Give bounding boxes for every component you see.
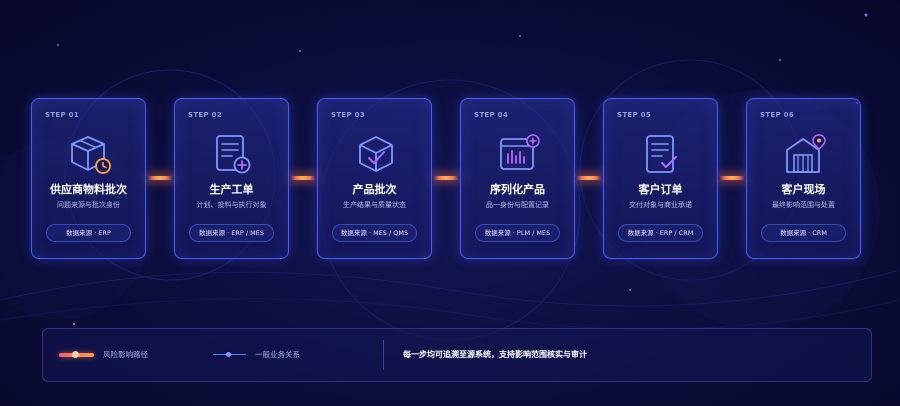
step-title: 产品批次 xyxy=(352,183,397,196)
step-card-5[interactable]: STEP 05 客户订单 交付对象与商业承诺 数据来源 · ERP / CRM xyxy=(603,98,718,259)
data-source-badge: 数据来源 · MES / QMS xyxy=(332,224,417,242)
order-check-icon xyxy=(646,135,677,173)
legend-panel: 风险影响路径 一般业务关系 每一步均可追溯至源系统，支持影响范围核实与审计 xyxy=(42,328,872,382)
step-title: 客户现场 xyxy=(781,183,826,196)
data-source-badge: 数据来源 · ERP / MES xyxy=(189,224,274,242)
step-title: 序列化产品 xyxy=(490,183,545,196)
step-description: 交付对象与商业承诺 xyxy=(629,201,692,209)
step-title: 供应商物料批次 xyxy=(50,183,127,196)
step-card-1[interactable]: STEP 01 供应商物料批次 问题来源与批次身份 数据来源 · ERP xyxy=(31,98,146,259)
box-clock-icon xyxy=(71,136,111,174)
step-card-6[interactable]: STEP 06 客户现场 最终影响范围与处置 数据来源 · CRM xyxy=(746,98,861,259)
data-source-badge: 数据来源 · ERP / CRM xyxy=(618,224,703,242)
serial-barcode-icon xyxy=(500,134,540,170)
step-description: 品一身份与配置记录 xyxy=(486,201,549,209)
data-source-badge: 数据来源 · ERP xyxy=(46,224,131,242)
risk-connector-1 xyxy=(146,176,174,180)
step-number: STEP 06 xyxy=(760,111,795,119)
data-source-badge: 数据来源 · CRM xyxy=(761,224,846,242)
step-number: STEP 05 xyxy=(617,111,652,119)
step-card-2[interactable]: STEP 02 生产工单 计划、投料与执行对象 数据来源 · ERP / MES xyxy=(174,98,289,259)
step-number: STEP 01 xyxy=(45,111,80,119)
step-description: 问题来源与批次身份 xyxy=(57,201,120,209)
risk-connector-4 xyxy=(575,176,603,180)
traceability-note: 每一步均可追溯至源系统，支持影响范围核实与审计 xyxy=(403,350,587,359)
step-number: STEP 02 xyxy=(188,111,223,119)
step-card-3[interactable]: STEP 03 产品批次 生产结果与质量状态 数据来源 · MES / QMS xyxy=(317,98,432,259)
business-relation-legend-dot xyxy=(226,352,231,357)
step-title: 客户订单 xyxy=(638,183,683,196)
legend-divider xyxy=(383,340,384,370)
risk-path-label: 风险影响路径 xyxy=(103,350,148,359)
step-number: STEP 04 xyxy=(474,111,509,119)
step-description: 计划、投料与执行对象 xyxy=(196,201,267,209)
step-description: 最终影响范围与处置 xyxy=(772,201,835,209)
step-card-4[interactable]: STEP 04 序列化产品 品一身份与配置记录 数据来源 · PLM / MES xyxy=(460,98,575,259)
step-description: 生产结果与质量状态 xyxy=(343,201,406,209)
data-source-badge: 数据来源 · PLM / MES xyxy=(475,224,560,242)
step-number: STEP 03 xyxy=(331,111,366,119)
document-plus-icon xyxy=(216,135,251,174)
warehouse-pin-icon xyxy=(786,134,826,173)
package-check-icon xyxy=(359,136,393,172)
risk-connector-3 xyxy=(432,176,460,180)
risk-connector-5 xyxy=(718,176,746,180)
risk-connector-2 xyxy=(289,176,317,180)
risk-path-legend-dot xyxy=(72,351,79,358)
business-relation-label: 一般业务关系 xyxy=(255,350,300,359)
step-title: 生产工单 xyxy=(209,183,254,196)
